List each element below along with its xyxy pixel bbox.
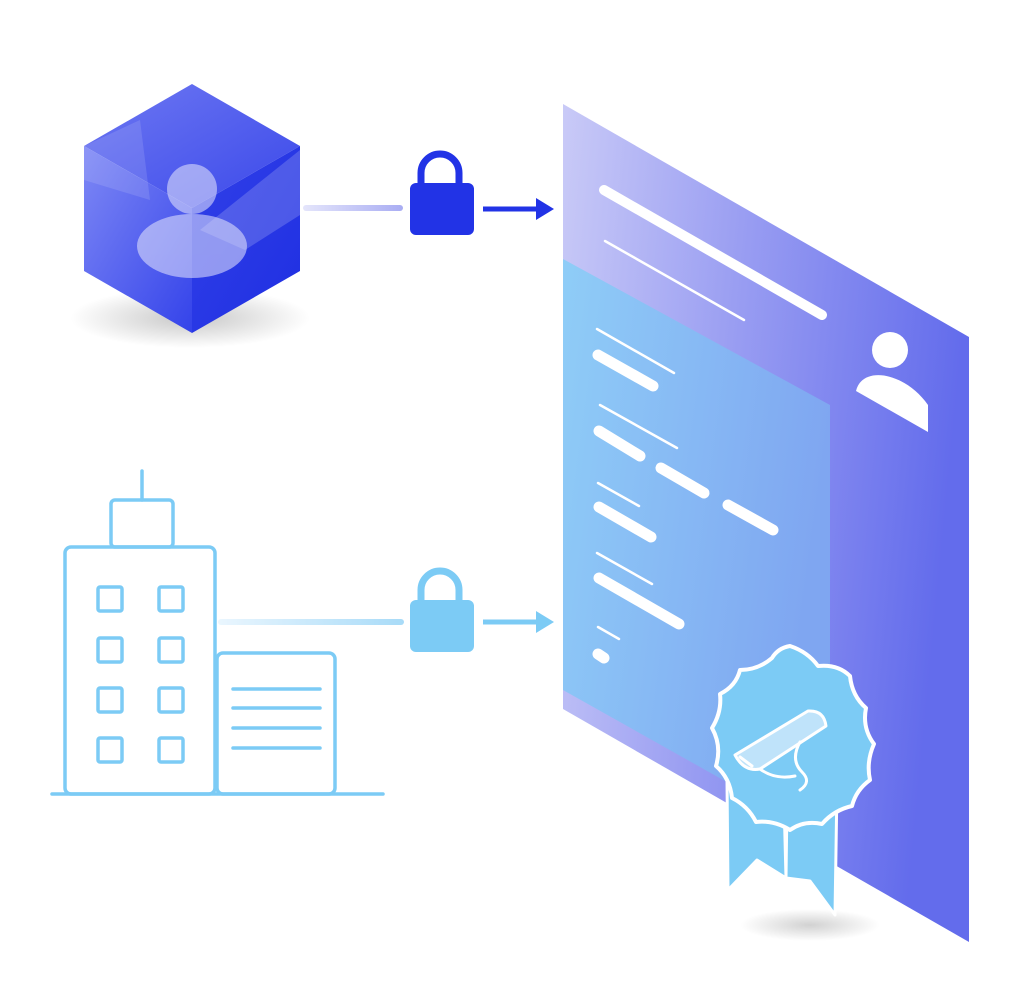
connector-line xyxy=(218,619,404,625)
office-building-icon xyxy=(50,469,385,796)
arrow-right-icon xyxy=(483,198,554,220)
user-silhouette-icon xyxy=(137,164,247,278)
padlock-icon xyxy=(410,567,474,652)
user-profile-icon xyxy=(856,332,928,432)
padlock-icon xyxy=(410,150,474,235)
feather-pen-icon xyxy=(733,709,828,792)
arrow-right-icon xyxy=(483,611,554,633)
document-text-lines xyxy=(592,185,827,664)
rosette-seal-icon xyxy=(710,644,880,941)
connector-line xyxy=(303,205,403,211)
user-cube-icon xyxy=(70,84,310,348)
